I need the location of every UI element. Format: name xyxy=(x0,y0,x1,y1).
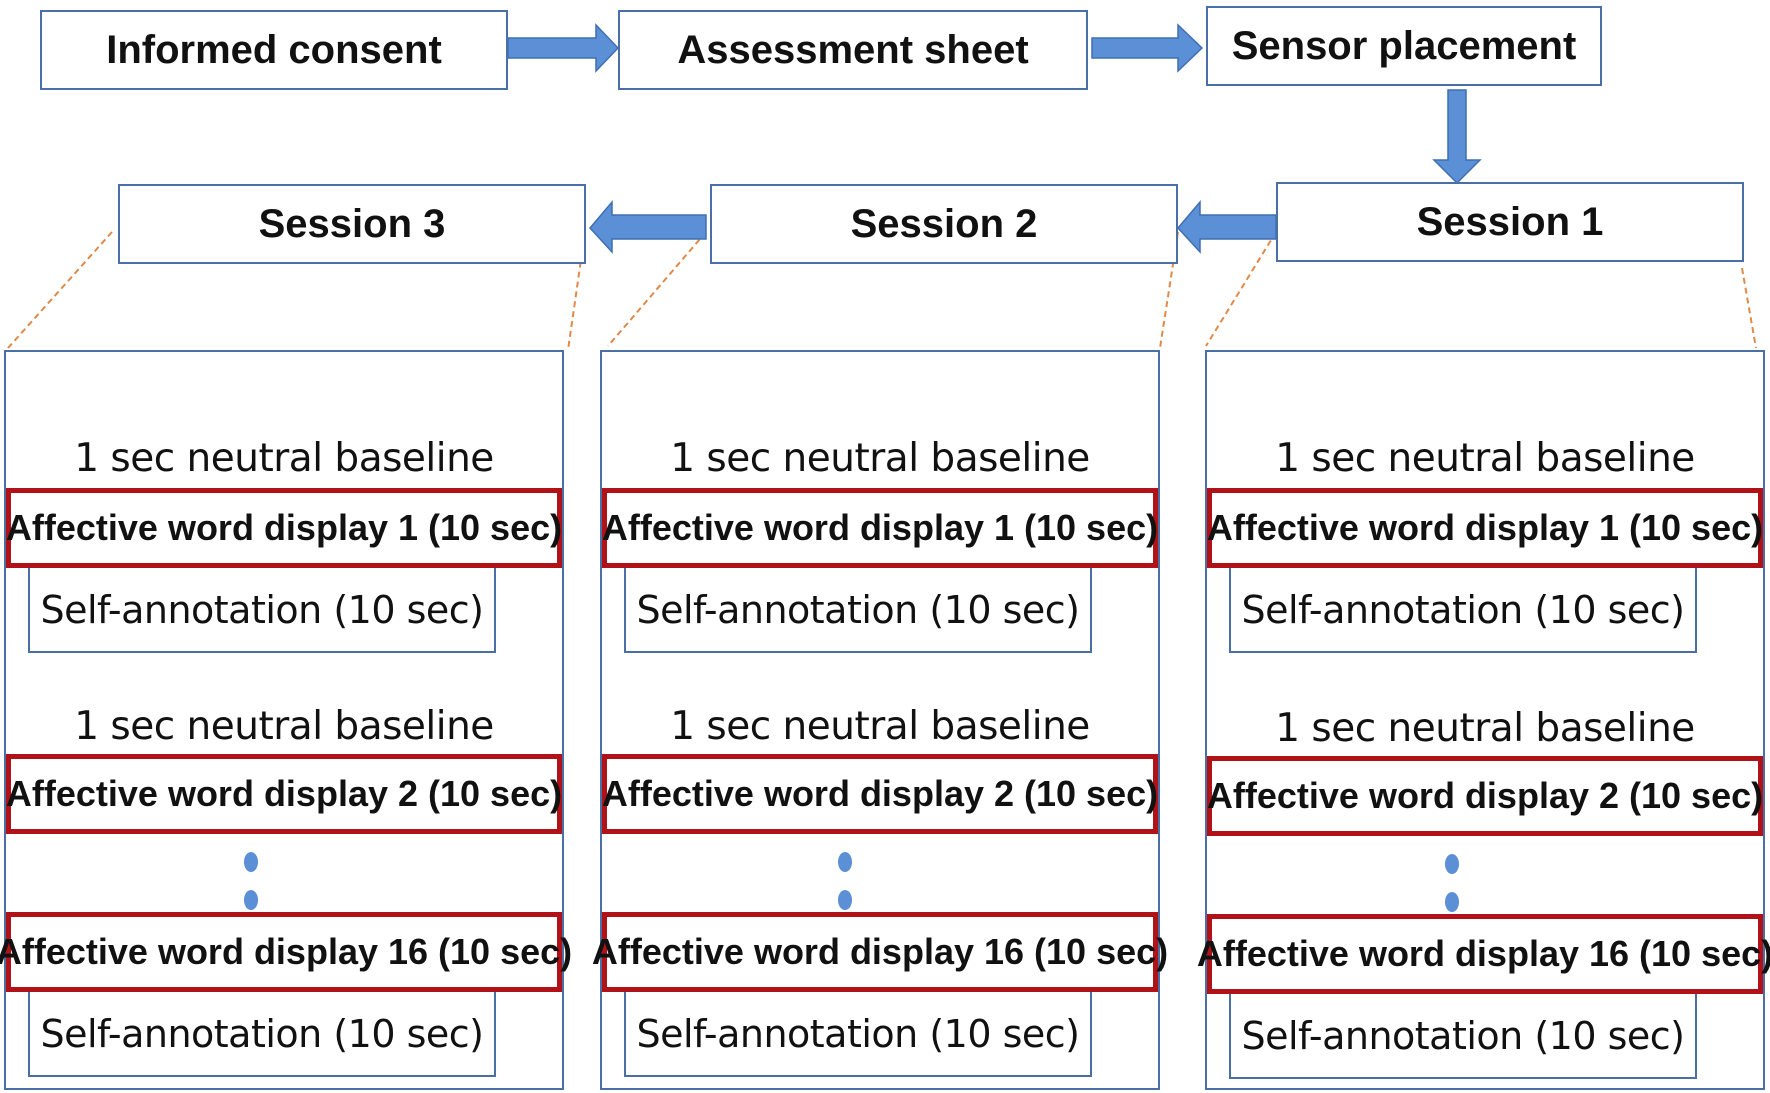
self-annotation-box: Self-annotation (10 sec) xyxy=(1229,568,1697,653)
informed-consent-label: Informed consent xyxy=(106,27,442,72)
arrow-session-1-to-session-2 xyxy=(1177,199,1277,254)
ellipsis-dot xyxy=(244,890,258,910)
neutral-baseline-text: 1 sec neutral baseline xyxy=(1275,436,1695,481)
assessment-sheet-box: Assessment sheet xyxy=(618,10,1088,90)
session-2-detail-panel: 1 sec neutral baseline Affective word di… xyxy=(592,350,1168,1090)
affective-word-display-2: Affective word display 2 (10 sec) xyxy=(6,754,562,834)
ellipsis-dot xyxy=(1445,892,1459,912)
session-1-label: Session 1 xyxy=(1416,199,1604,244)
ellipsis-dot xyxy=(838,890,852,910)
arrow-assessment-to-sensor xyxy=(1091,23,1204,73)
affective-word-display-1: Affective word display 1 (10 sec) xyxy=(602,488,1158,568)
affective-word-display-2: Affective word display 2 (10 sec) xyxy=(1207,756,1763,836)
affective-word-display-1: Affective word display 1 (10 sec) xyxy=(6,488,562,568)
neutral-baseline-text: 1 sec neutral baseline xyxy=(74,436,494,481)
neutral-baseline-text: 1 sec neutral baseline xyxy=(670,704,1090,749)
self-annotation-box: Self-annotation (10 sec) xyxy=(624,568,1092,653)
affective-word-display-16: Affective word display 16 (10 sec) xyxy=(592,912,1168,992)
self-annotation-box: Self-annotation (10 sec) xyxy=(624,992,1092,1077)
self-annotation-box: Self-annotation (10 sec) xyxy=(28,992,496,1077)
session-3-zoom-line-left xyxy=(7,231,113,349)
neutral-baseline-text: 1 sec neutral baseline xyxy=(670,436,1090,481)
session-3-label: Session 3 xyxy=(258,201,446,246)
ellipsis-dot xyxy=(1445,854,1459,874)
affective-word-display-16: Affective word display 16 (10 sec) xyxy=(1197,914,1770,994)
assessment-sheet-label: Assessment sheet xyxy=(677,27,1029,72)
ellipsis-dot xyxy=(244,852,258,872)
session-1-box: Session 1 xyxy=(1276,182,1744,262)
session-1-zoom-line-left xyxy=(1205,231,1277,347)
sensor-placement-label: Sensor placement xyxy=(1231,23,1577,68)
session-2-zoom-line-left xyxy=(607,231,707,347)
affective-word-display-2: Affective word display 2 (10 sec) xyxy=(602,754,1158,834)
arrow-session-2-to-session-3 xyxy=(589,199,707,254)
arrow-sensor-to-session-1 xyxy=(1432,89,1482,185)
session-1-detail-panel: 1 sec neutral baseline Affective word di… xyxy=(1197,350,1770,1090)
neutral-baseline-text: 1 sec neutral baseline xyxy=(1275,706,1695,751)
session-1-zoom-line-right xyxy=(1741,267,1757,349)
affective-word-display-16: Affective word display 16 (10 sec) xyxy=(0,912,572,992)
ellipsis-dot xyxy=(838,852,852,872)
session-2-box: Session 2 xyxy=(710,184,1178,264)
neutral-baseline-text: 1 sec neutral baseline xyxy=(74,704,494,749)
arrow-consent-to-assessment xyxy=(507,23,620,73)
self-annotation-box: Self-annotation (10 sec) xyxy=(28,568,496,653)
session-3-detail-panel: 1 sec neutral baseline Affective word di… xyxy=(0,350,572,1090)
session-2-label: Session 2 xyxy=(850,201,1038,246)
informed-consent-box: Informed consent xyxy=(40,10,508,90)
affective-word-display-1: Affective word display 1 (10 sec) xyxy=(1207,488,1763,568)
session-3-box: Session 3 xyxy=(118,184,586,264)
self-annotation-box: Self-annotation (10 sec) xyxy=(1229,994,1697,1079)
sensor-placement-box: Sensor placement xyxy=(1206,6,1602,86)
